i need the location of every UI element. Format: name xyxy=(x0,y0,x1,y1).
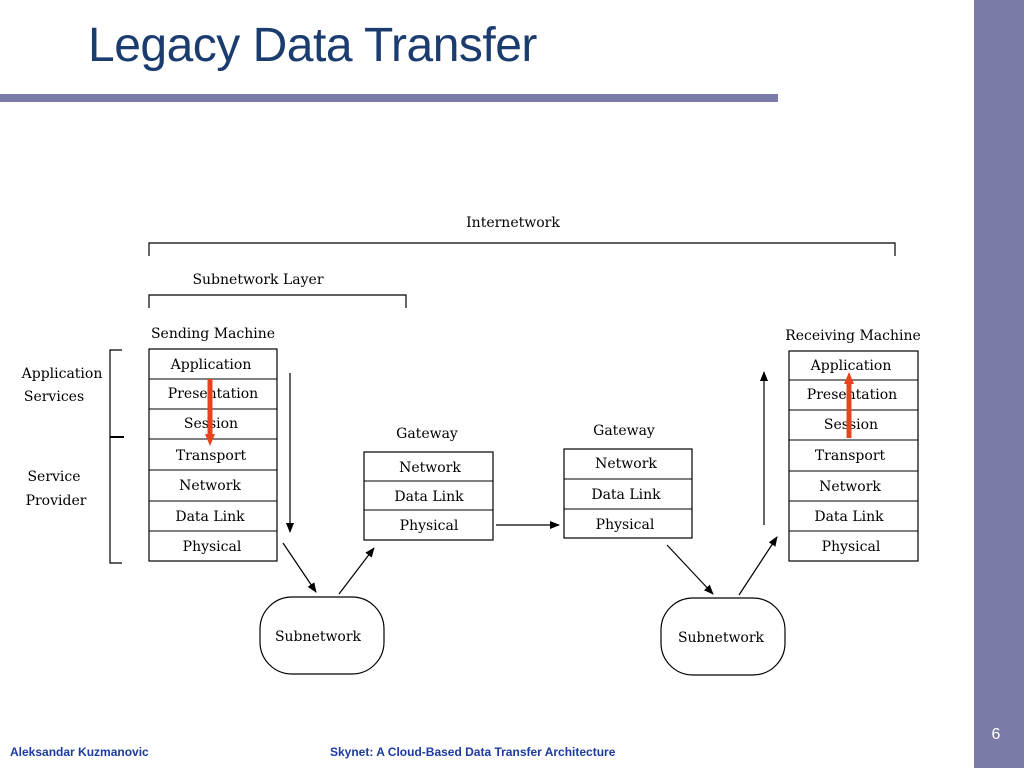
internetwork-bracket xyxy=(148,242,896,256)
to-subnetwork-2-arrow xyxy=(666,544,714,595)
gateway-1-data-link: Data Link xyxy=(394,489,464,505)
send-layer-physical: Physical xyxy=(183,539,242,555)
subnetwork-2-label: Subnetwork xyxy=(678,630,765,646)
right-accent-bar xyxy=(974,0,1024,768)
receiving-machine-stack: Application Presentation Session Transpo… xyxy=(788,350,919,562)
subnetwork-1-shape xyxy=(259,596,385,675)
recv-layer-transport: Transport xyxy=(815,448,886,464)
recv-layer-presentation: Presentation xyxy=(807,387,897,403)
to-subnetwork-1-arrow xyxy=(282,542,317,593)
legacy-data-transfer-diagram: Internetwork Subnetwork Layer Sending Ma… xyxy=(21,215,921,676)
footer-author: Aleksandar Kuzmanovic xyxy=(10,745,149,759)
service-provider-label-line2: Provider xyxy=(26,493,87,509)
gateway-1-physical: Physical xyxy=(400,518,459,534)
recv-layer-data-link: Data Link xyxy=(814,509,884,525)
gateway-2-label: Gateway xyxy=(593,423,655,439)
send-layer-data-link: Data Link xyxy=(175,509,245,525)
gateway-2-stack: Network Data Link Physical xyxy=(563,448,693,539)
sending-machine-stack: Application Presentation Session Transpo… xyxy=(148,348,278,562)
application-services-label-line2: Services xyxy=(24,389,84,405)
gateway-2-data-link: Data Link xyxy=(591,487,661,503)
receiving-machine-label: Receiving Machine xyxy=(785,328,921,344)
subnetwork-1-label: Subnetwork xyxy=(275,629,362,645)
application-services-label-line1: Application xyxy=(21,366,103,382)
recv-layer-physical: Physical xyxy=(822,539,881,555)
slide-title: Legacy Data Transfer xyxy=(88,19,537,72)
send-layer-presentation: Presentation xyxy=(168,386,258,402)
send-layer-transport: Transport xyxy=(176,448,247,464)
sending-machine-label: Sending Machine xyxy=(151,326,275,342)
gateway-2-network: Network xyxy=(595,456,657,472)
gateway-1-network: Network xyxy=(399,460,461,476)
gateway-1-stack: Network Data Link Physical xyxy=(363,451,494,541)
left-side-bracket xyxy=(109,349,122,564)
slide-number: 6 xyxy=(991,726,1001,743)
gateway-2-physical: Physical xyxy=(596,517,655,533)
recv-layer-network: Network xyxy=(819,479,881,495)
subnetwork-layer-label: Subnetwork Layer xyxy=(192,272,323,288)
subnetwork-2-shape xyxy=(660,597,786,676)
send-layer-application: Application xyxy=(170,357,252,373)
title-underline xyxy=(0,94,778,102)
gateway-1-label: Gateway xyxy=(396,426,458,442)
to-receiver-arrow xyxy=(738,536,778,596)
send-layer-network: Network xyxy=(179,478,241,494)
subnetwork-layer-bracket xyxy=(148,294,407,308)
to-gateway-1-arrow xyxy=(338,547,375,595)
recv-layer-application: Application xyxy=(810,358,892,374)
internetwork-label: Internetwork xyxy=(466,215,560,231)
service-provider-label-line1: Service xyxy=(27,469,80,485)
footer-talk-title: Skynet: A Cloud-Based Data Transfer Arch… xyxy=(330,745,616,759)
